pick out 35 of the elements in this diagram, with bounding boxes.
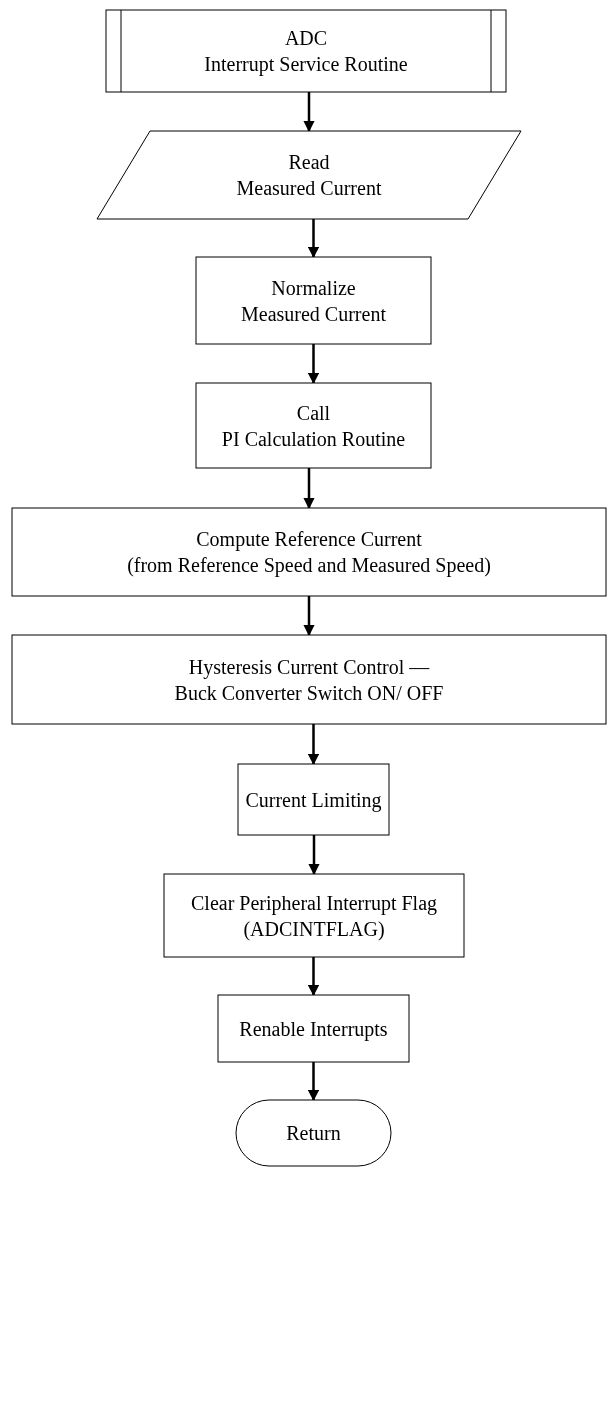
step-text: Clear Peripheral Interrupt Flag xyxy=(191,890,437,916)
step-text: Return xyxy=(286,1121,341,1146)
step-text: Measured Current xyxy=(236,176,382,201)
arrow xyxy=(307,957,320,997)
step-text: Hysteresis Current Control — xyxy=(188,654,430,680)
process-box xyxy=(238,764,389,835)
arrow xyxy=(303,596,315,637)
process-box xyxy=(12,635,606,724)
process-box xyxy=(12,508,606,596)
arrow xyxy=(307,1062,320,1102)
step-text: ADC xyxy=(284,26,328,51)
step-text: PI Calculation Routine xyxy=(221,426,406,452)
subroutine-box xyxy=(106,10,506,92)
step-text: Call xyxy=(296,400,331,426)
input-output-parallelogram xyxy=(97,131,521,219)
step-text: Interrupt Service Routine xyxy=(204,52,408,77)
step-text: Read xyxy=(288,150,330,175)
step-text: Current Limiting xyxy=(245,787,382,813)
step-text: Compute Reference Current xyxy=(196,527,422,552)
step-text: (from Reference Speed and Measured Speed) xyxy=(127,553,491,578)
arrow xyxy=(303,468,315,510)
process-box xyxy=(218,995,409,1062)
step-text: Renable Interrupts xyxy=(239,1016,388,1042)
arrow xyxy=(307,344,320,385)
process-box xyxy=(196,383,431,468)
arrow xyxy=(307,724,320,766)
arrow xyxy=(303,92,315,133)
process-box xyxy=(164,874,464,957)
step-text: Measured Current xyxy=(241,301,386,327)
step-text: Normalize xyxy=(271,275,356,301)
arrow xyxy=(307,219,320,259)
arrow xyxy=(308,835,320,876)
step-text: (ADCINTFLAG) xyxy=(243,916,385,942)
step-text: Buck Converter Switch ON/ OFF xyxy=(174,680,444,706)
process-box xyxy=(196,257,431,344)
